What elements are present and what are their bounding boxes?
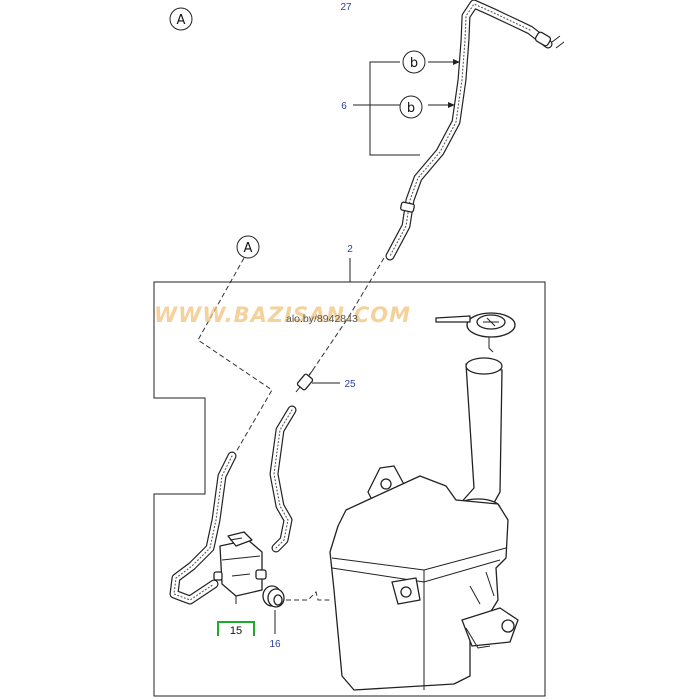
washer-reservoir — [329, 357, 519, 691]
grommet-16 — [262, 585, 285, 608]
middle-hose — [269, 405, 297, 553]
label-6: 6 — [341, 101, 347, 112]
highlight-bracket-15 — [217, 621, 255, 636]
assembly-frame — [153, 281, 546, 697]
callout-a-mid-letter: A — [244, 241, 253, 256]
watermark: WWW.BAZISAN.COM alo.by/8942843 — [154, 303, 411, 327]
callout-b-upper: b — [402, 50, 426, 74]
callout-a-mid: A — [236, 235, 260, 259]
callout-a-top-letter: A — [177, 13, 186, 28]
watermark-site: WWW.BAZISAN.COM — [154, 303, 411, 327]
left-hose — [169, 451, 237, 605]
upper-hose — [385, 0, 553, 261]
label-16: 16 — [269, 639, 281, 650]
label-2: 2 — [347, 244, 353, 255]
washer-pump — [213, 531, 267, 604]
upper-hose-connector — [534, 31, 565, 49]
label-15: 15 — [230, 625, 242, 637]
callout-b-upper-letter: b — [410, 56, 418, 71]
dashed-route-pump — [286, 591, 332, 601]
callout-b-lower: b — [399, 95, 423, 119]
label-27: 27 — [340, 2, 352, 13]
label-25: 25 — [344, 379, 356, 390]
callout-a-top: A — [169, 7, 193, 31]
hose-joint — [400, 201, 415, 213]
dashed-route-a — [197, 257, 273, 453]
watermark-code: alo.by/8942843 — [286, 313, 358, 325]
callout-b-lower-letter: b — [407, 101, 415, 116]
bracket-6 — [353, 59, 460, 156]
filler-cap — [435, 312, 516, 353]
connector-25 — [295, 369, 314, 393]
